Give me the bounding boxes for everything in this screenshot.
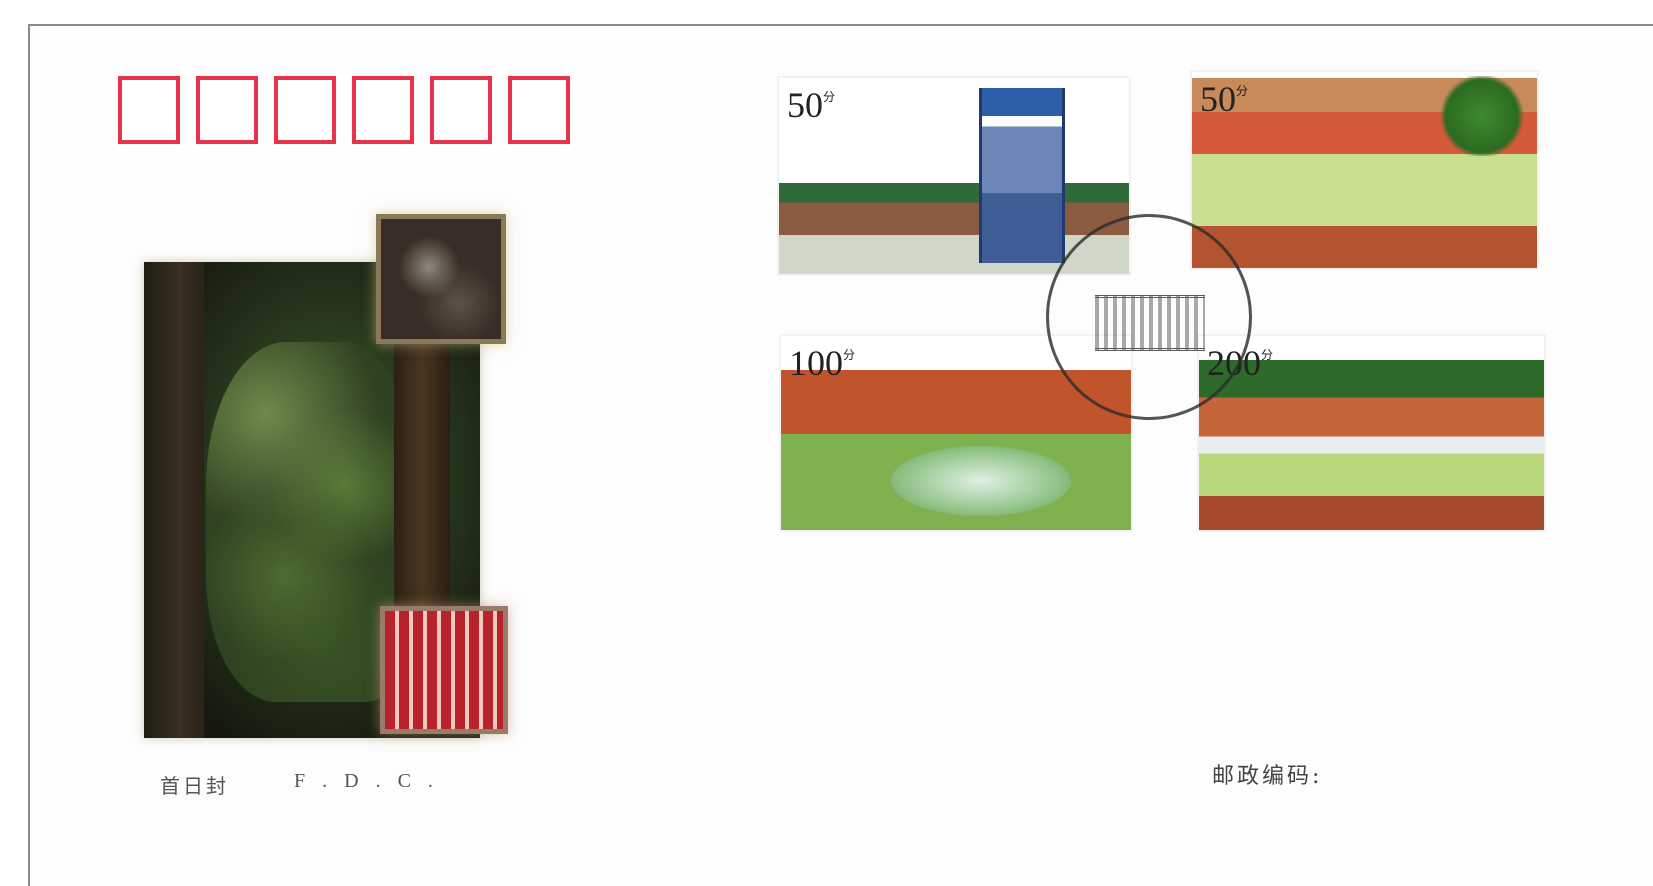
stamp-2: 50分 xyxy=(1192,72,1537,268)
stamp-3: 100分 xyxy=(781,336,1131,530)
stamp-pond xyxy=(891,446,1071,516)
stamp-value: 100分 xyxy=(789,343,856,383)
stamp-4: 200分 xyxy=(1199,336,1544,530)
stamp-value: 50分 xyxy=(1200,79,1249,119)
cachet-window-inset-top xyxy=(376,214,506,344)
postcode-box[interactable] xyxy=(196,76,258,144)
postcode-box[interactable] xyxy=(274,76,336,144)
postcode-label: 邮政编码: xyxy=(1212,764,1323,789)
postcode-box[interactable] xyxy=(430,76,492,144)
postcode-box[interactable] xyxy=(352,76,414,144)
stamp-scene xyxy=(1199,360,1544,530)
cachet-caption-abbr: F . D . C . xyxy=(294,770,439,792)
postmark-cancellation xyxy=(1046,214,1252,420)
postcode-boxes[interactable] xyxy=(118,76,570,144)
stamp-tree xyxy=(1437,76,1527,156)
cachet-caption: 首日封 xyxy=(160,774,229,798)
stamp-value: 50分 xyxy=(787,85,836,125)
cachet-window-inset-bottom xyxy=(380,606,508,734)
postcode-box[interactable] xyxy=(118,76,180,144)
postmark-center-design xyxy=(1095,295,1205,351)
stamp-tower xyxy=(979,88,1065,263)
postcode-box[interactable] xyxy=(508,76,570,144)
cachet-foliage xyxy=(206,342,406,702)
